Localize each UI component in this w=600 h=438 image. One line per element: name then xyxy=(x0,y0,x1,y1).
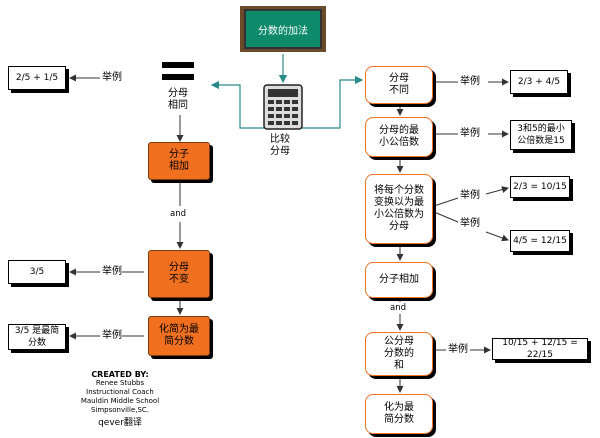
right-example-label-3b: 举例 xyxy=(460,218,480,229)
same-denominator-label: 分母 相同 xyxy=(168,88,188,111)
convert-box: 将每个分数 变换以为最 小公倍数为 分母 xyxy=(365,174,433,244)
credits-heading: CREATED BY: xyxy=(91,370,149,379)
right-example-4: 10/15 + 12/15 = 22/15 xyxy=(492,338,588,360)
add-numerators-box: 分子 相加 xyxy=(148,142,210,180)
right-and-label: and xyxy=(390,303,406,313)
credits-city: Simpsonville,SC. xyxy=(90,406,150,414)
credits-role: Instructional Coach xyxy=(86,388,154,396)
title-text: 分数的加法 xyxy=(244,9,322,49)
left-example-3: 3/5 是最简 分数 xyxy=(8,324,66,350)
credits-school: Mauldin Middle School xyxy=(80,397,160,405)
credits-block: CREATED BY: Renee Stubbs Instructional C… xyxy=(70,370,170,428)
right-example-2: 3和5的最小 公倍数是15 xyxy=(510,120,572,150)
left-example-2: 3/5 xyxy=(8,260,66,284)
right-example-label-2: 举例 xyxy=(460,128,480,139)
right-example-label-4: 举例 xyxy=(448,344,468,355)
simplify-box-left: 化简为最 简分数 xyxy=(148,316,210,356)
right-example-label-1: 举例 xyxy=(460,76,480,87)
title-chalkboard: 分数的加法 xyxy=(240,6,326,54)
equals-icon xyxy=(162,62,194,80)
left-example-label-1: 举例 xyxy=(102,72,122,83)
right-example-3a: 2/3 = 10/15 xyxy=(510,176,570,198)
simplify-box-right: 化为最 简分数 xyxy=(365,394,433,434)
sum-box: 公分母 分数的 和 xyxy=(365,332,433,376)
right-example-3b: 4/5 = 12/15 xyxy=(510,230,570,252)
keep-denominator-box: 分母 不变 xyxy=(148,250,210,298)
credits-name: Renee Stubbs xyxy=(95,379,145,387)
compare-denominator-label: 比较 分母 xyxy=(270,134,290,157)
right-example-label-3a: 举例 xyxy=(460,190,480,201)
left-example-label-2: 举例 xyxy=(102,266,122,277)
right-example-1: 2/3 + 4/5 xyxy=(510,70,568,94)
left-example-1: 2/5 + 1/5 xyxy=(8,66,66,90)
lcm-box: 分母的最 小公倍数 xyxy=(365,117,433,157)
left-and-label: and xyxy=(170,209,186,219)
left-example-label-3: 举例 xyxy=(102,330,122,341)
credits-translator: qever翻译 xyxy=(98,418,142,428)
different-denominator-box: 分母 不同 xyxy=(365,66,433,104)
add-numerators-box-right: 分子相加 xyxy=(365,262,433,298)
calculator-icon xyxy=(263,84,303,130)
